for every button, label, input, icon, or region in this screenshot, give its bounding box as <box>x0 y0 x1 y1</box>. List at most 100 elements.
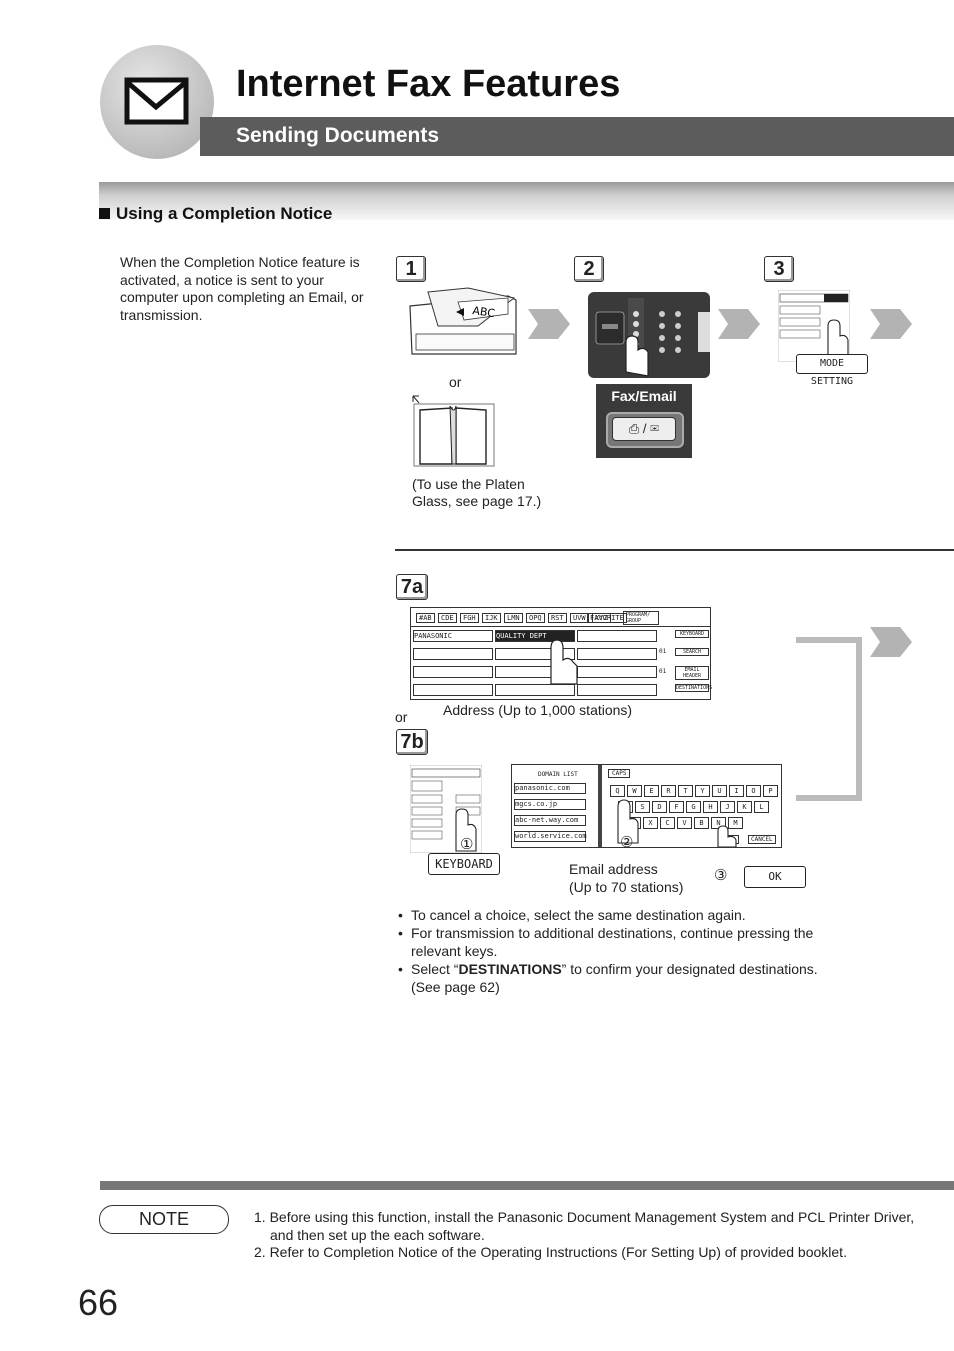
address-entry-empty[interactable] <box>495 684 575 696</box>
bracket-top <box>796 637 860 643</box>
fax-email-key[interactable]: ⎙ / ✉ <box>606 412 684 448</box>
arrow-right-icon <box>870 627 912 657</box>
key-j[interactable]: J <box>720 801 735 813</box>
address-entry-panasonic[interactable]: PANASONIC <box>413 630 493 642</box>
address-entry-empty[interactable] <box>577 684 657 696</box>
tab-cde[interactable]: CDE <box>438 613 457 623</box>
platen-book-illustration <box>412 395 495 467</box>
platen-note-line-1: (To use the Platen <box>412 476 525 492</box>
fax-icon: ⎙ <box>628 421 640 436</box>
address-entry-empty[interactable] <box>577 648 657 660</box>
step-7a-number: 7a <box>396 574 428 600</box>
note-item: 1. Before using this function, install t… <box>254 1209 915 1243</box>
key-d[interactable]: D <box>652 801 667 813</box>
section-band <box>99 182 954 220</box>
tab-rst[interactable]: RST <box>548 613 567 623</box>
domain-entry[interactable]: panasonic.com <box>514 783 586 794</box>
bracket-bottom <box>796 795 862 801</box>
email-caption-line-2: (Up to 70 stations) <box>569 879 684 895</box>
key-l[interactable]: L <box>754 801 769 813</box>
domain-entry[interactable]: abc-net.way.com <box>514 815 586 826</box>
keyboard-side-button[interactable]: KEYBOARD <box>675 630 709 638</box>
arrow-right-icon <box>528 309 570 339</box>
email-header-side-button[interactable]: EMAIL HEADER <box>675 666 709 680</box>
key-m[interactable]: M <box>728 817 743 829</box>
intro-text: When the Completion Notice feature is ac… <box>120 254 364 323</box>
tips-list: To cancel a choice, select the same dest… <box>398 906 848 996</box>
key-i[interactable]: I <box>729 785 744 797</box>
tab-ijk[interactable]: IJK <box>482 613 501 623</box>
tab-ab[interactable]: #AB <box>416 613 435 623</box>
alpha-tab-row: #AB CDE FGH IJK LMN OPQ RST UVW XYZ <box>414 612 624 623</box>
arrow-right-icon <box>718 309 760 339</box>
mode-setting-button[interactable]: MODE SETTING <box>796 354 868 387</box>
address-entry-empty[interactable] <box>577 630 657 642</box>
key-y[interactable]: Y <box>695 785 710 797</box>
key-g[interactable]: G <box>686 801 701 813</box>
tip-3-pre: Select “ <box>411 961 459 977</box>
tab-opq[interactable]: OPQ <box>526 613 545 623</box>
key-p[interactable]: P <box>763 785 778 797</box>
domain-list-title: DOMAIN LIST <box>538 771 578 778</box>
address-caption: Address (Up to 1,000 stations) <box>443 702 633 718</box>
tab-lmn[interactable]: LMN <box>504 613 523 623</box>
or-label-2: or <box>395 709 408 725</box>
document-feeder-illustration: ABC <box>409 287 517 355</box>
email-caption-line-1: Email address <box>569 861 658 877</box>
key-v[interactable]: V <box>677 817 692 829</box>
address-entry-empty[interactable] <box>413 684 493 696</box>
page-title: Internet Fax Features <box>236 63 621 105</box>
scroll-counter-top: 01 <box>659 648 667 655</box>
key-x[interactable]: X <box>643 817 658 829</box>
page-subtitle: Sending Documents <box>236 124 440 147</box>
key-t[interactable]: T <box>678 785 693 797</box>
envelope-small-icon: ✉ <box>650 421 660 436</box>
platen-note: (To use the Platen Glass, see page 17.) <box>412 476 541 510</box>
envelope-icon <box>124 77 189 125</box>
caps-key[interactable]: CAPS <box>608 769 631 778</box>
key-s[interactable]: S <box>635 801 650 813</box>
key-k[interactable]: K <box>737 801 752 813</box>
keyboard-button[interactable]: KEYBOARD <box>428 853 500 875</box>
key-f[interactable]: F <box>669 801 684 813</box>
step-7b-number: 7b <box>396 729 428 755</box>
header-logo <box>100 45 214 159</box>
key-h[interactable]: H <box>703 801 718 813</box>
key-w[interactable]: W <box>627 785 642 797</box>
tab-fgh[interactable]: FGH <box>460 613 479 623</box>
key-b[interactable]: B <box>694 817 709 829</box>
key-c[interactable]: C <box>660 817 675 829</box>
note-rule <box>100 1181 954 1190</box>
tab-uvw[interactable]: UVW <box>570 613 589 623</box>
address-entry-empty[interactable] <box>413 648 493 660</box>
key-e[interactable]: E <box>644 785 659 797</box>
email-keyboard-screen: DOMAIN LIST panasonic.com mgcs.co.jp abc… <box>511 764 782 848</box>
tab-favorite[interactable]: FAVORITE <box>587 613 627 623</box>
key-o[interactable]: O <box>746 785 761 797</box>
address-entry-quality-dept[interactable]: QUALITY DEPT <box>495 630 575 642</box>
tab-program-group[interactable]: PROGRAM/ GROUP <box>623 611 659 625</box>
search-side-button[interactable]: SEARCH <box>675 648 709 656</box>
tip-3-line2: (See page 62) <box>411 979 500 995</box>
pointing-hand-icon <box>550 639 578 685</box>
square-bullet-icon <box>99 208 110 219</box>
note-item: 2. Refer to Completion Notice of the Ope… <box>254 1244 847 1260</box>
address-entry-empty[interactable] <box>413 666 493 678</box>
ok-button[interactable]: OK <box>744 866 806 888</box>
destinations-side-button[interactable]: DESTINATIONS <box>675 684 713 692</box>
domain-entry[interactable]: mgcs.co.jp <box>514 799 586 810</box>
step-marker-3: ③ <box>714 867 728 884</box>
address-entry-empty[interactable] <box>577 666 657 678</box>
key-u[interactable]: U <box>712 785 727 797</box>
cancel-key[interactable]: CANCEL <box>748 835 776 844</box>
tip-item: For transmission to additional destinati… <box>398 924 848 960</box>
pointing-hand-icon <box>717 825 737 847</box>
note-list: 1. Before using this function, install t… <box>254 1209 934 1262</box>
svg-text:ABC: ABC <box>472 304 496 320</box>
key-r[interactable]: R <box>661 785 676 797</box>
key-q[interactable]: Q <box>610 785 625 797</box>
step-3-number: 3 <box>764 256 794 282</box>
bracket-vertical <box>856 637 862 801</box>
address-entry-empty[interactable] <box>495 648 575 660</box>
domain-entry[interactable]: world.service.com <box>514 831 587 842</box>
